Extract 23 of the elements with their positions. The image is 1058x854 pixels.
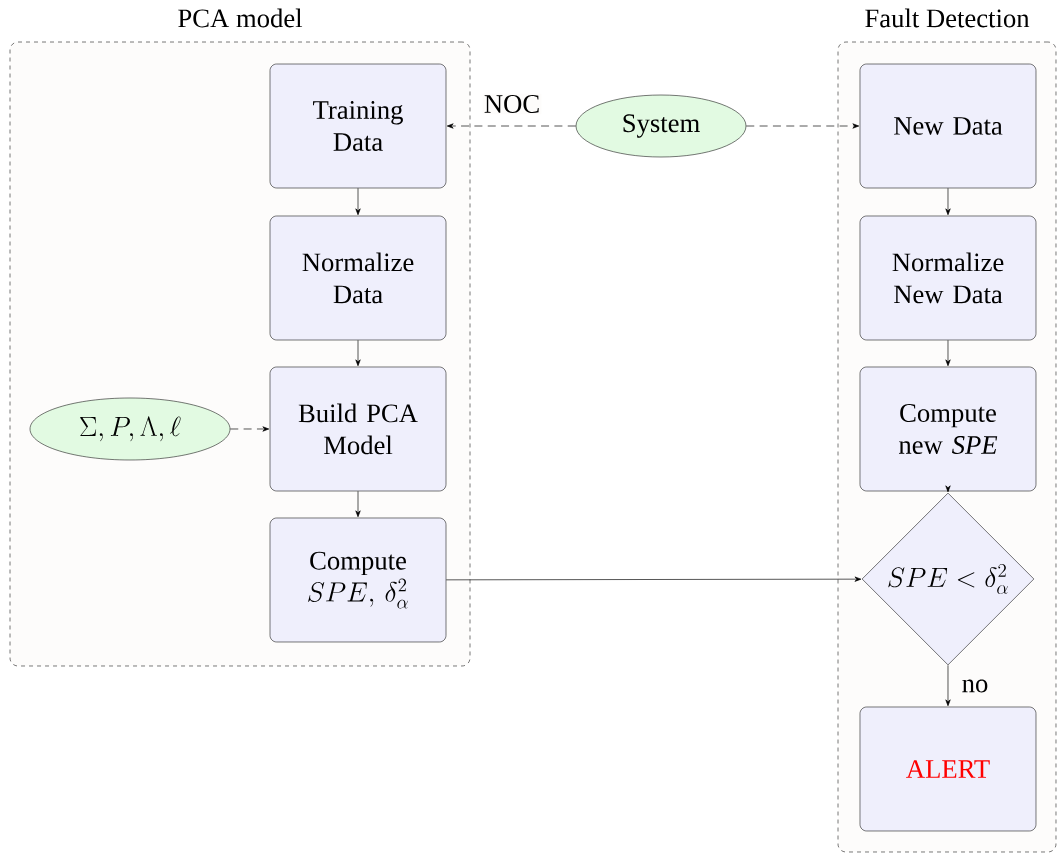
process-box: Compute $SPE,\, \delta^2_\alpha$	[269, 517, 447, 643]
process-box: Build PCA Model	[269, 366, 447, 492]
process-box: Compute new SPE	[859, 366, 1037, 492]
edge-label: NOC	[482, 93, 542, 115]
process-box: Normalize New Data	[859, 215, 1037, 341]
node-label: PCA model	[178, 8, 303, 28]
arrow	[355, 490, 361, 518]
arrow	[446, 123, 577, 129]
arrow	[945, 485, 951, 493]
arrow	[355, 187, 361, 216]
arrow	[355, 339, 361, 367]
arrow	[945, 187, 951, 216]
process-box: Training Data	[269, 63, 447, 189]
arrow	[945, 339, 951, 367]
alert-box: ALERT	[859, 706, 1037, 832]
arrow	[229, 426, 270, 432]
process-box: Normalize Data	[269, 215, 447, 341]
edge-label: no	[960, 678, 990, 694]
node-label: Fault Detection	[865, 8, 1030, 28]
arrow	[445, 576, 862, 582]
arrow	[745, 123, 860, 129]
arrow	[945, 664, 951, 707]
process-box: New Data	[859, 63, 1037, 189]
